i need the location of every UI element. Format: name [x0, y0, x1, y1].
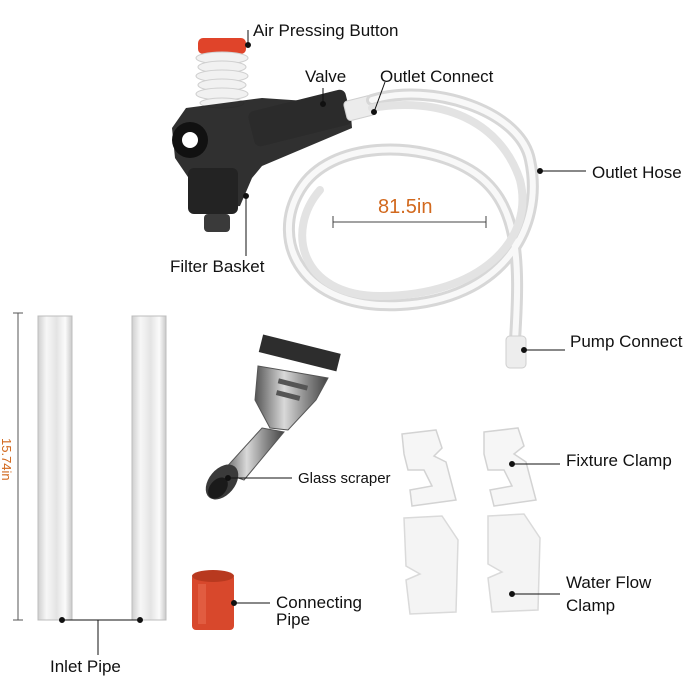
label-fixture-clamp: Fixture Clamp [566, 451, 672, 470]
label-outlet-connect: Outlet Connect [380, 67, 494, 86]
inlet-pipe-right [131, 315, 167, 621]
label-inlet-pipe: Inlet Pipe [50, 657, 121, 676]
fixture-clamps [401, 427, 537, 507]
connecting-pipe [192, 570, 234, 630]
label-glass-scraper: Glass scraper [298, 470, 391, 487]
pipe-length-dimension: 15.74in [0, 438, 14, 481]
connecting-pipe-callout [231, 600, 270, 606]
label-air-pressing-button: Air Pressing Button [253, 21, 399, 40]
bellows [195, 51, 249, 109]
inlet-pipes [37, 315, 167, 621]
label-pump-connect: Pump Connect [570, 332, 683, 351]
fixture-clamp-callout [509, 461, 560, 467]
label-connecting-pipe-line2: Pipe [276, 610, 311, 629]
filter-basket-body [188, 168, 238, 214]
outlet-hose [282, 88, 539, 346]
water-flow-clamp-callout [509, 591, 560, 597]
label-valve: Valve [305, 67, 347, 86]
label-outlet-hose: Outlet Hose [592, 163, 682, 182]
inlet-pipe-left [37, 315, 73, 621]
label-filter-basket: Filter Basket [170, 257, 265, 276]
hose-length-dimension: 81.5in [378, 196, 433, 218]
label-connecting-pipe-line1: Connecting [276, 593, 363, 612]
glass-scraper [205, 334, 341, 500]
label-water-flow-clamp-line2: Clamp [566, 596, 616, 615]
pipe-dimension-line [13, 312, 23, 621]
water-flow-clamps [403, 513, 541, 615]
glass-scraper-callout [225, 475, 292, 481]
hose-dimension-line [332, 216, 487, 228]
air-button-cap [198, 38, 246, 54]
top-callouts [243, 30, 586, 353]
label-water-flow-clamp-line1: Water Flow [566, 573, 652, 592]
inlet-pipe-callout [59, 617, 143, 655]
